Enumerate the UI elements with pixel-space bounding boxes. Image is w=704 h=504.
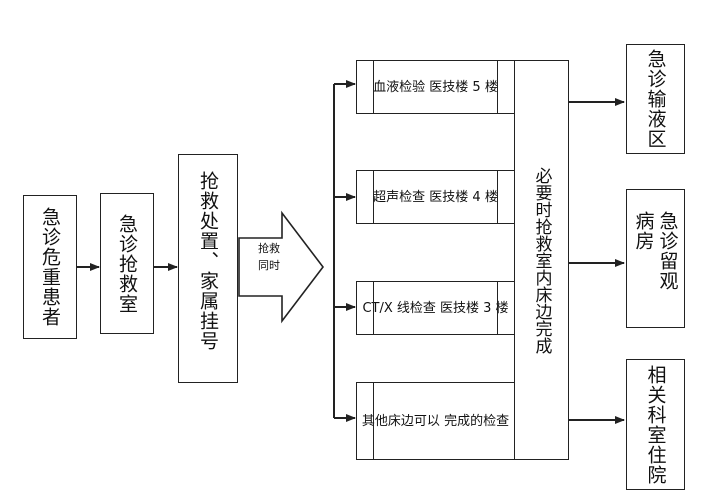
rescue-room-box: 急诊抢救室 (100, 193, 154, 334)
bedside-label: 必要时抢救室内床边完成 (531, 166, 552, 354)
exam-box-2: 超声检查 医技楼 4 楼 (356, 170, 515, 224)
exam-box-4: 其他床边可以 完成的检查 (356, 382, 515, 460)
exam-2-location: 医技楼 4 楼 (429, 189, 498, 205)
exam-4-name: 其他床边可以 (361, 413, 440, 429)
destination-3-label: 相关科室住院 (644, 364, 667, 485)
destination-box-2: 急诊留观病房 (626, 189, 685, 328)
exam-3-location: 医技楼 3 楼 (440, 300, 509, 316)
rescue-room-label: 急诊抢救室 (116, 213, 138, 314)
destination-1-label: 急诊输液区 (644, 49, 667, 149)
patient-label: 急诊危重患者 (39, 207, 61, 327)
patient-box: 急诊危重患者 (23, 195, 77, 339)
exam-1-name: 血液检验 (373, 79, 426, 95)
exam-3-name: CT/X 线检查 (362, 300, 436, 316)
simultaneous-label: 抢救 同时 (248, 240, 290, 274)
destination-2-label: 急诊留观病房 (632, 210, 679, 291)
treatment-box: 抢救处置、家属挂号 (178, 154, 238, 383)
destination-box-1: 急诊输液区 (626, 44, 685, 154)
simultaneous-label-line1: 抢救 (258, 242, 280, 255)
bedside-box: 必要时抢救室内床边完成 (514, 60, 569, 460)
treatment-label: 抢救处置、家属挂号 (197, 170, 219, 351)
exam-1-location: 医技楼 5 楼 (429, 79, 498, 95)
exam-box-1: 血液检验 医技楼 5 楼 (356, 60, 515, 114)
simultaneous-label-line2: 同时 (258, 259, 280, 272)
simultaneous-block-arrow (238, 210, 325, 324)
exam-4-detail: 完成的检查 (444, 413, 510, 429)
destination-box-3: 相关科室住院 (626, 359, 685, 490)
exam-box-3: CT/X 线检查 医技楼 3 楼 (356, 281, 515, 335)
exam-2-name: 超声检查 (373, 189, 426, 205)
